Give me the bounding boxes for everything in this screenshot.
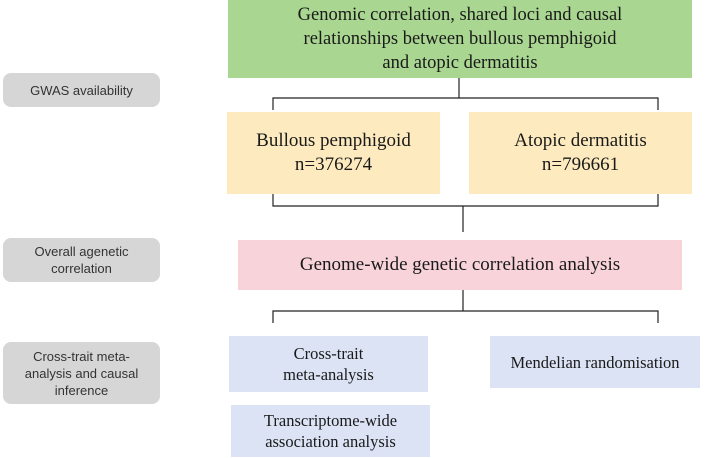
cross-trait-meta-analysis-box: Cross-trait meta-analysis [229, 336, 428, 392]
bullous-pemphigoid-box: Bullous pemphigoid n=376274 [227, 112, 440, 194]
connector-analysis-split [272, 290, 659, 323]
connector-gwas-merge [272, 193, 659, 232]
label-cross-trait-inference: Cross-trait meta- analysis and causal in… [3, 342, 160, 404]
mendelian-randomisation-box: Mendelian randomisation [490, 336, 700, 388]
title-box: Genomic correlation, shared loci and cau… [228, 0, 692, 78]
twas-box: Transcriptome-wide association analysis [231, 405, 430, 457]
connector-title-split [272, 78, 659, 110]
label-gwas-availability: GWAS availability [3, 73, 160, 107]
label-overall-correlation: Overall agenetic correlation [3, 238, 160, 282]
genome-wide-correlation-box: Genome-wide genetic correlation analysis [238, 240, 682, 290]
atopic-dermatitis-box: Atopic dermatitis n=796661 [469, 112, 692, 194]
